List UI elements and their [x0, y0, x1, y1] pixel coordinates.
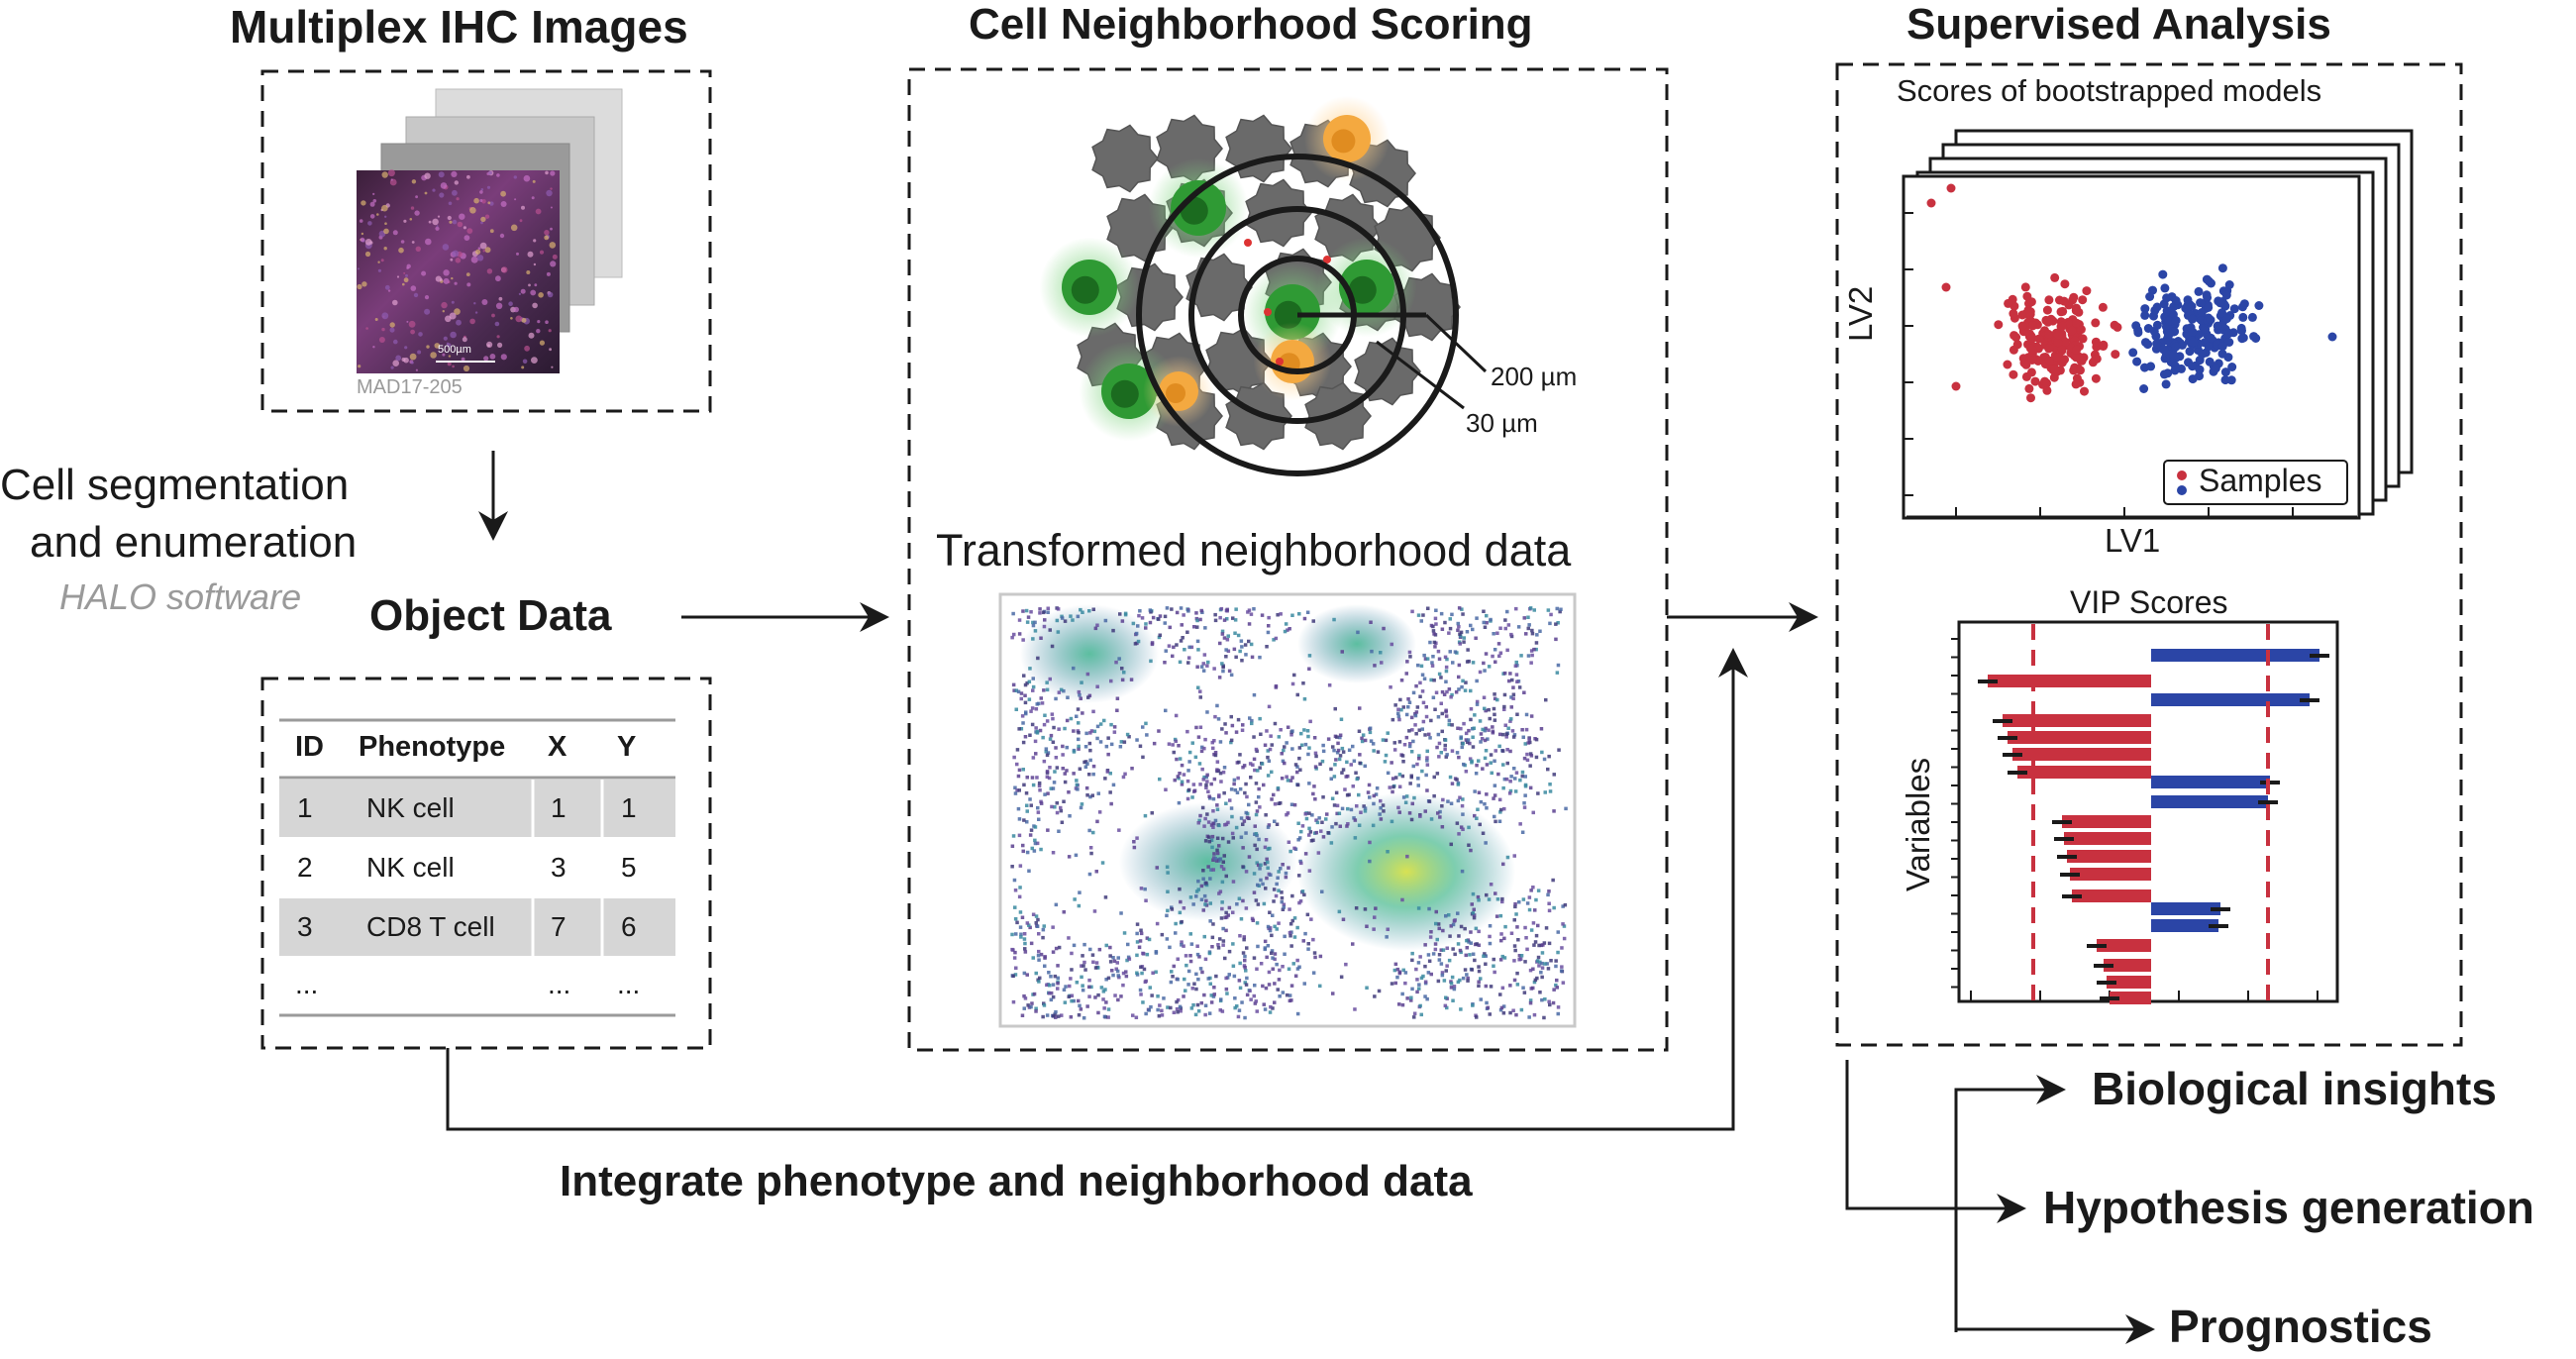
table-cell-phenotype: NK cell: [366, 852, 455, 883]
segmentation-text-line2: and enumeration: [30, 518, 358, 567]
segmentation-text-line1: Cell segmentation: [0, 461, 350, 509]
legend-blue-marker: [2177, 485, 2187, 495]
legend-red-marker: [2177, 470, 2187, 480]
outcome-hypothesis-generation: Hypothesis generation: [2043, 1182, 2534, 1233]
table-header-phenotype: Phenotype: [359, 731, 506, 763]
table-cell-id: 2: [297, 852, 313, 883]
table-cell-id: 3: [297, 911, 313, 942]
table-cell-y: 6: [621, 911, 637, 942]
vip-plot-title: VIP Scores: [2070, 584, 2228, 620]
table-cell-x: ...: [548, 969, 571, 999]
table-cell-x: 1: [551, 792, 567, 823]
outer-radius-label: 200 µm: [1491, 362, 1578, 391]
legend-label: Samples: [2199, 463, 2322, 498]
table-cell-y: 1: [621, 792, 637, 823]
supervised-panel-box: [1835, 62, 2463, 1047]
transformed-neighborhood-map: [1010, 604, 1568, 1020]
table-header-x: X: [548, 731, 567, 763]
ihc-panel-box: [260, 69, 712, 413]
score-x-label: LV1: [2105, 522, 2161, 559]
neighborhood-panel-box: [907, 67, 1669, 1052]
table-cell-y: ...: [617, 969, 641, 999]
outcome-prognostics: Prognostics: [2169, 1301, 2432, 1352]
score-scatter-points: [1926, 183, 2337, 403]
transformed-data-title: Transformed neighborhood data: [936, 525, 1572, 575]
outcome-biological-insights: Biological insights: [2092, 1063, 2497, 1114]
neighborhood-panel-title: Cell Neighborhood Scoring: [969, 0, 1533, 49]
table-cell-id: ...: [295, 969, 319, 999]
vip-y-label: Variables: [1900, 757, 1936, 891]
table-cell-x: 7: [551, 911, 567, 942]
table-cell-y: 5: [621, 852, 637, 883]
neighborhood-cell-illustration: [1039, 95, 1488, 476]
object-table-lines: [279, 718, 675, 1017]
ihc-image-stack: [357, 88, 623, 373]
table-cell-x: 3: [551, 852, 567, 883]
supervised-panel-title: Supervised Analysis: [1906, 0, 2331, 49]
integrate-label: Integrate phenotype and neighborhood dat…: [560, 1157, 1473, 1205]
scores-plot-title: Scores of bootstrapped models: [1897, 73, 2322, 108]
ihc-panel-title: Multiplex IHC Images: [230, 1, 688, 52]
table-cell-phenotype: CD8 T cell: [366, 911, 495, 942]
table-header-id: ID: [295, 731, 324, 763]
table-cell-phenotype: NK cell: [366, 792, 455, 823]
halo-software-label: HALO software: [59, 576, 302, 617]
inner-radius-label: 30 µm: [1466, 408, 1538, 438]
table-cell-id: 1: [297, 792, 313, 823]
table-header-y: Y: [617, 731, 637, 763]
ihc-image-caption: MAD17-205: [357, 376, 463, 398]
object-data-box: [260, 677, 712, 1050]
score-y-label: LV2: [1842, 285, 1879, 342]
object-data-label: Object Data: [369, 591, 612, 640]
legend-box: [2163, 460, 2348, 505]
ihc-scale-bar-label: 500µm: [438, 344, 471, 356]
